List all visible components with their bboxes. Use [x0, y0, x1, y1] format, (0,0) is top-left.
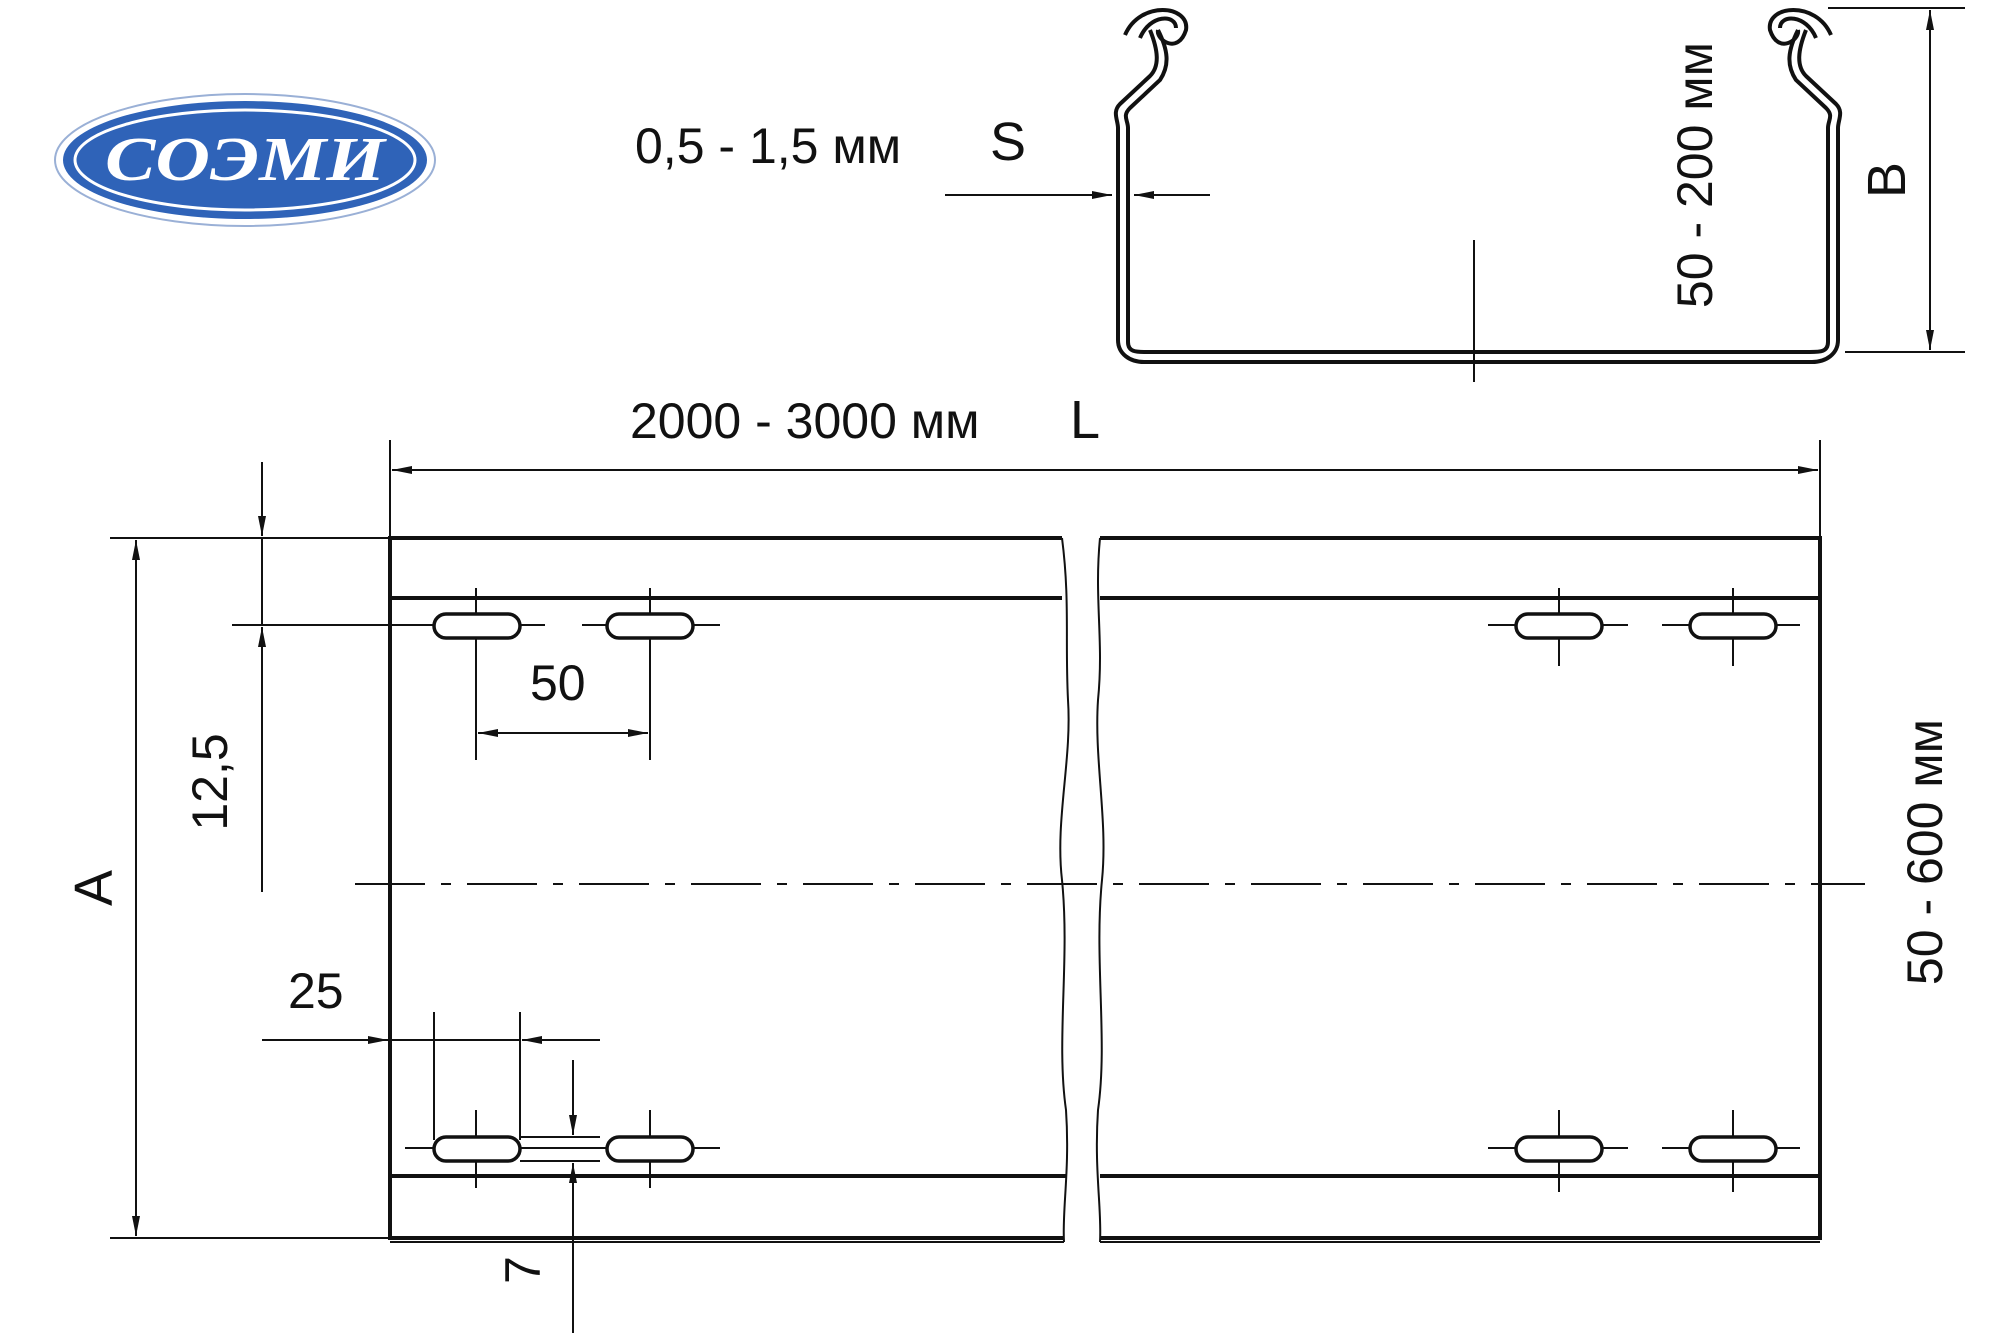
plan-view: 2000 - 3000 мм L A 50 - 600 мм 12,5 50 2…	[64, 390, 1953, 1333]
thickness-range-label: 0,5 - 1,5 мм	[635, 118, 901, 174]
break-line-right	[1095, 537, 1105, 1243]
length-range-label: 2000 - 3000 мм	[630, 393, 980, 449]
mounting-slot	[1688, 1135, 1778, 1163]
mounting-slot	[1514, 1135, 1604, 1163]
edge-offset-label: 12,5	[182, 733, 238, 830]
mounting-slot	[1688, 612, 1778, 640]
mounting-slot	[1514, 612, 1604, 640]
break-line-left	[1059, 537, 1070, 1243]
logo-ellipse	[63, 101, 427, 219]
tray-right-part	[1100, 536, 1822, 1240]
mounting-slot	[605, 1135, 695, 1163]
slot-width-label: 7	[495, 1256, 551, 1284]
profile-section: 0,5 - 1,5 мм S B 50 - 200 мм	[635, 7, 1965, 382]
slot-group-top-left	[232, 588, 720, 760]
logo-inner-ring	[73, 108, 417, 212]
mounting-slot	[605, 612, 695, 640]
thickness-symbol-label: S	[990, 112, 1026, 172]
slot-group-bottom-left	[405, 1110, 720, 1188]
width-symbol-label: A	[64, 870, 124, 906]
slot-group-top-right	[1488, 588, 1800, 666]
mounting-slot	[432, 1135, 522, 1163]
slot-group-bottom-right	[1488, 1110, 1800, 1192]
height-range-label: 50 - 200 мм	[1667, 42, 1723, 308]
length-symbol-label: L	[1070, 390, 1100, 450]
logo-text: СОЭМИ	[105, 126, 387, 194]
end-offset-label: 25	[288, 963, 344, 1019]
company-logo: СОЭМИ	[54, 93, 436, 227]
height-symbol-label: B	[1857, 162, 1917, 198]
slot-pitch-label: 50	[530, 655, 586, 711]
tray-left-part	[388, 536, 1064, 1240]
width-range-label: 50 - 600 мм	[1897, 719, 1953, 985]
profile-inner-line	[1113, 16, 1843, 364]
profile-outer-line	[1123, 8, 1833, 354]
mounting-slot	[432, 612, 522, 640]
